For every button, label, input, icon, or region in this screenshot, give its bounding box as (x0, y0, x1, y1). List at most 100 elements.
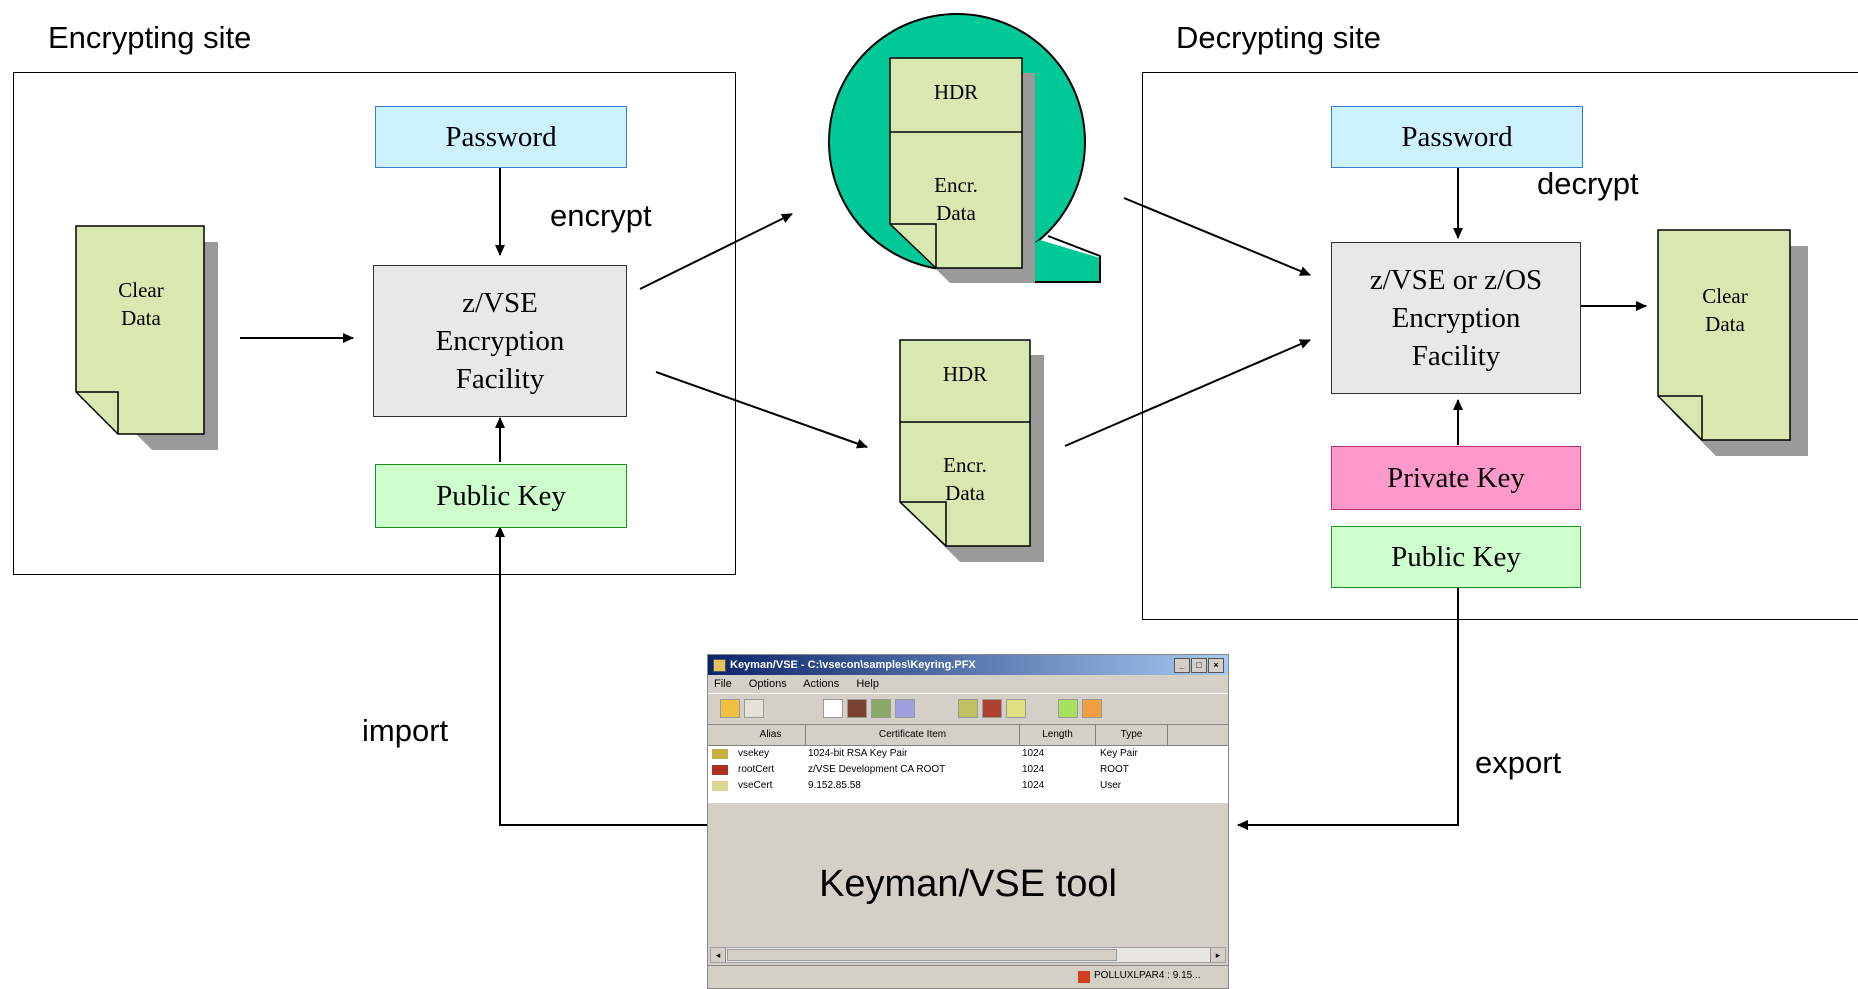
private-key-label: Private Key (1387, 462, 1525, 494)
download-icon[interactable] (1082, 699, 1102, 718)
cell-alias: vseCert (738, 780, 773, 791)
minimize-icon[interactable]: _ (1174, 658, 1190, 673)
user-cert-icon (712, 781, 728, 791)
zvse-encryption-facility: z/VSE Encryption Facility (373, 265, 627, 417)
maximize-icon[interactable]: □ (1191, 658, 1207, 673)
scroll-left-icon[interactable]: ◂ (711, 948, 726, 962)
status-text: POLLUXLPAR4 : 9.15... (1094, 970, 1201, 981)
cell-alias: rootCert (738, 764, 775, 775)
window-controls: _ □ × (1174, 658, 1224, 673)
export-arrow (1237, 588, 1459, 830)
clear-data-doc-left-shape (75, 225, 218, 450)
cell-length: 1024 (1022, 780, 1045, 791)
menu-help[interactable]: Help (856, 678, 879, 690)
menu-actions[interactable]: Actions (803, 678, 840, 690)
public-key-label: Public Key (436, 480, 566, 512)
facility-line: Encryption (1391, 302, 1521, 334)
keyman-titlebar[interactable]: Keyman/VSE - C:\vsecon\samples\Keyring.P… (708, 655, 1228, 675)
user-cert-tool-icon[interactable] (1006, 699, 1026, 718)
keyman-app-icon (713, 659, 726, 672)
password-box-decrypt: Password (1331, 106, 1583, 168)
upload-icon[interactable] (1058, 699, 1078, 718)
password-box-encrypt: Password (375, 106, 627, 168)
public-key-box-decrypt: Public Key (1331, 526, 1581, 588)
new-document-icon[interactable] (823, 699, 843, 718)
data-line: Data (936, 201, 976, 225)
open-folder-icon[interactable] (720, 699, 740, 718)
root-cert-icon (712, 765, 728, 775)
cell-length: 1024 (1022, 764, 1045, 775)
cell-item: 9.152.85.58 (808, 780, 861, 791)
public-key-box-encrypt: Public Key (375, 464, 627, 528)
password-label: Password (1401, 121, 1513, 153)
clear-data-doc-right-shape (1657, 229, 1808, 456)
menu-file[interactable]: File (714, 678, 732, 690)
data-line: Data (1705, 312, 1745, 336)
keyman-caption: Keyman/VSE tool (819, 863, 1117, 905)
certificate-table: Alias Certificate Item Length Type vseke… (708, 725, 1228, 803)
cell-type: Key Pair (1100, 748, 1138, 759)
root-cert-tool-icon[interactable] (982, 699, 1002, 718)
file-encr-data-label: Encr. Data (900, 451, 1030, 507)
close-icon[interactable]: × (1208, 658, 1224, 673)
zvse-zos-encryption-facility: z/VSE or z/OS Encryption Facility (1331, 242, 1581, 394)
file-to-decrypt-arrow (1064, 339, 1311, 447)
keyman-menubar: File Options Actions Help (708, 675, 1228, 693)
cell-alias: vsekey (738, 748, 770, 759)
cell-type: User (1100, 780, 1122, 791)
facility-line: Facility (1411, 340, 1501, 372)
private-key-box: Private Key (1331, 446, 1581, 510)
keyman-statusbar: POLLUXLPAR4 : 9.15... (708, 965, 1228, 989)
table-row[interactable]: vseCert 9.152.85.58 1024 User (708, 778, 1228, 794)
export-label: export (1475, 745, 1562, 780)
column-header[interactable]: Type (1096, 725, 1168, 745)
cell-item: z/VSE Development CA ROOT (808, 764, 946, 775)
facility-line: z/VSE (462, 287, 538, 319)
clear-data-label-right: Clear Data (1680, 282, 1770, 338)
table-row[interactable]: vsekey 1024-bit RSA Key Pair 1024 Key Pa… (708, 746, 1228, 762)
table-header: Alias Certificate Item Length Type (708, 725, 1228, 746)
file-hdr-label: HDR (942, 362, 988, 386)
encr-line: Encr. (943, 453, 987, 477)
import-arrow (495, 526, 710, 826)
encrypt-to-tape-arrow (639, 213, 793, 290)
book-icon[interactable] (847, 699, 867, 718)
scroll-right-icon[interactable]: ▸ (1210, 948, 1225, 962)
properties-icon[interactable] (895, 699, 915, 718)
facility-line: Encryption (435, 325, 565, 357)
encrypt-to-file-arrow (655, 371, 868, 449)
cell-item: 1024-bit RSA Key Pair (808, 748, 908, 759)
tape-to-decrypt-arrow (1123, 197, 1311, 276)
data-line: Data (121, 306, 161, 330)
encr-line: Encr. (934, 173, 978, 197)
certificate-icon[interactable] (871, 699, 891, 718)
decrypting-site-title: Decrypting site (1176, 20, 1382, 55)
decrypt-label: decrypt (1537, 166, 1639, 201)
cell-length: 1024 (1022, 748, 1045, 759)
clear-data-label-left: Clear Data (96, 276, 186, 332)
tape-doc-shape (889, 57, 1035, 283)
tape-encr-data-label: Encr. Data (890, 171, 1022, 227)
tape-hdr-label: HDR (933, 80, 979, 104)
clear-line: Clear (1702, 284, 1748, 308)
keyman-title-text: Keyman/VSE - C:\vsecon\samples\Keyring.P… (730, 659, 976, 671)
status-indicator-icon (1078, 971, 1090, 983)
key-pair-icon (712, 749, 728, 759)
column-header[interactable]: Length (1020, 725, 1096, 745)
table-row[interactable]: rootCert z/VSE Development CA ROOT 1024 … (708, 762, 1228, 778)
horizontal-scrollbar[interactable]: ◂ ▸ (710, 947, 1226, 963)
data-line: Data (945, 481, 985, 505)
password-label: Password (445, 121, 557, 153)
encrypting-site-title: Encrypting site (48, 20, 252, 55)
menu-options[interactable]: Options (748, 678, 787, 690)
key-icon[interactable] (958, 699, 978, 718)
column-header[interactable]: Certificate Item (806, 725, 1020, 745)
import-label: import (362, 713, 449, 748)
column-header[interactable]: Alias (736, 725, 806, 745)
keyman-toolbar (708, 693, 1228, 725)
cell-type: ROOT (1100, 764, 1129, 775)
save-icon[interactable] (744, 699, 764, 718)
scrollbar-thumb[interactable] (727, 949, 1117, 961)
public-key-label: Public Key (1391, 541, 1521, 573)
